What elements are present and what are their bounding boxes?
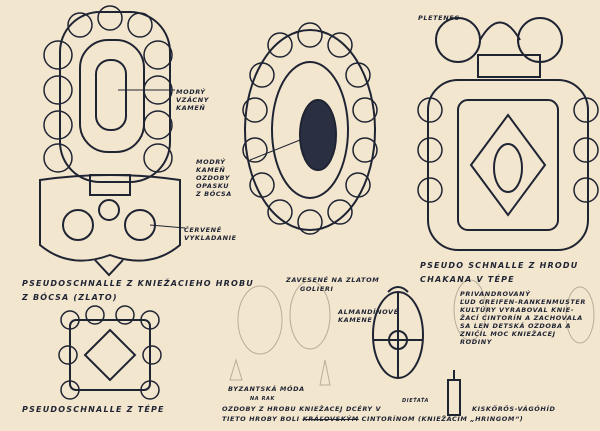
note-line: RODINY <box>460 338 493 346</box>
caption-bocsa-line1: PSEUDOSCHNALLE Z KNIEŽACIEHO HROBU <box>22 279 254 288</box>
bocsa-pseudobuckle-drawing <box>39 5 186 277</box>
historical-note: PRIVANDROVANÝ ĽUD GREIFEN-RANKENMUSTER K… <box>460 290 586 346</box>
label-modry-kamen: MODRÝ KAMEŇ OZDOBY OPASKU Z BÓCSA <box>196 158 232 198</box>
note-line: KULTÚRY VYRABOVAL KNIE- <box>460 306 575 314</box>
oval-pendant-drawing <box>242 22 378 235</box>
label-modry-vzacny-kamen: MODRÝ VZÁCNY KAMEŇ <box>176 88 210 112</box>
caption-zavesene-line2: GOLIERI <box>300 285 334 293</box>
almandine-pendant-drawing <box>372 286 424 379</box>
tepe-pseudobuckle-drawing <box>58 305 162 400</box>
label-cervene-vykladanie: ČERVENÉ VYKLADANIE <box>184 226 237 242</box>
label-na-rak: NA RAK <box>250 396 275 402</box>
note-line: ĽUD GREIFEN-RANKENMUSTER <box>460 298 587 306</box>
note-line: PRIVANDROVANÝ <box>460 290 531 298</box>
label-pletenec: PLETENEC <box>418 14 460 22</box>
caption-chakana-line2: CHAKANA V TÉPE <box>420 275 515 284</box>
chakana-pseudobuckle-drawing <box>417 17 599 251</box>
note-line: ZNIČIL MOC KNIEŽACEJ <box>460 330 556 338</box>
caption-tepe: PSEUDOSCHNALLE Z TÉPE <box>22 405 165 414</box>
bottom-line-2a: TIETO HROBY BOLI <box>222 415 300 423</box>
bottom-line-2b: CINTORÍNOM (KNIEŽACÍM „HRINGOM“) <box>361 415 524 423</box>
label-dietata: DIEŤAŤA <box>402 398 429 404</box>
earring-drawing <box>447 370 461 416</box>
label-byzantska-moda: BYZANTSKÁ MÓDA <box>228 385 305 393</box>
note-line: SA LEN DETSKÁ OZDOBA A <box>460 322 572 330</box>
label-kiskoros: KISKŐRÖS-VÁGÓHÍD <box>472 405 556 413</box>
note-line: ŽACÍ CINTORÍN A ZACHOVALA <box>460 314 583 322</box>
caption-bocsa-line2: Z BÓCSA (ZLATO) <box>22 293 118 302</box>
label-almandine: ALMANDÍNOVÉ KAMENE <box>338 308 399 324</box>
bottom-line-2: TIETO HROBY BOLI KRÁĽOVSKÝM CINTORÍNOM (… <box>222 415 523 423</box>
bottom-line-1: OZDOBY Z HROBU KNIEŽACEJ DCÉRY V <box>222 405 382 413</box>
pencil-sketch-marks <box>229 279 595 386</box>
caption-chakana-line1: PSEUDO SCHNALLE Z HRODU <box>420 261 579 270</box>
caption-zavesene-line1: ZAVESENÉ NA ZLATOM <box>286 276 380 284</box>
struck-word: KRÁĽOVSKÝM <box>302 415 359 423</box>
